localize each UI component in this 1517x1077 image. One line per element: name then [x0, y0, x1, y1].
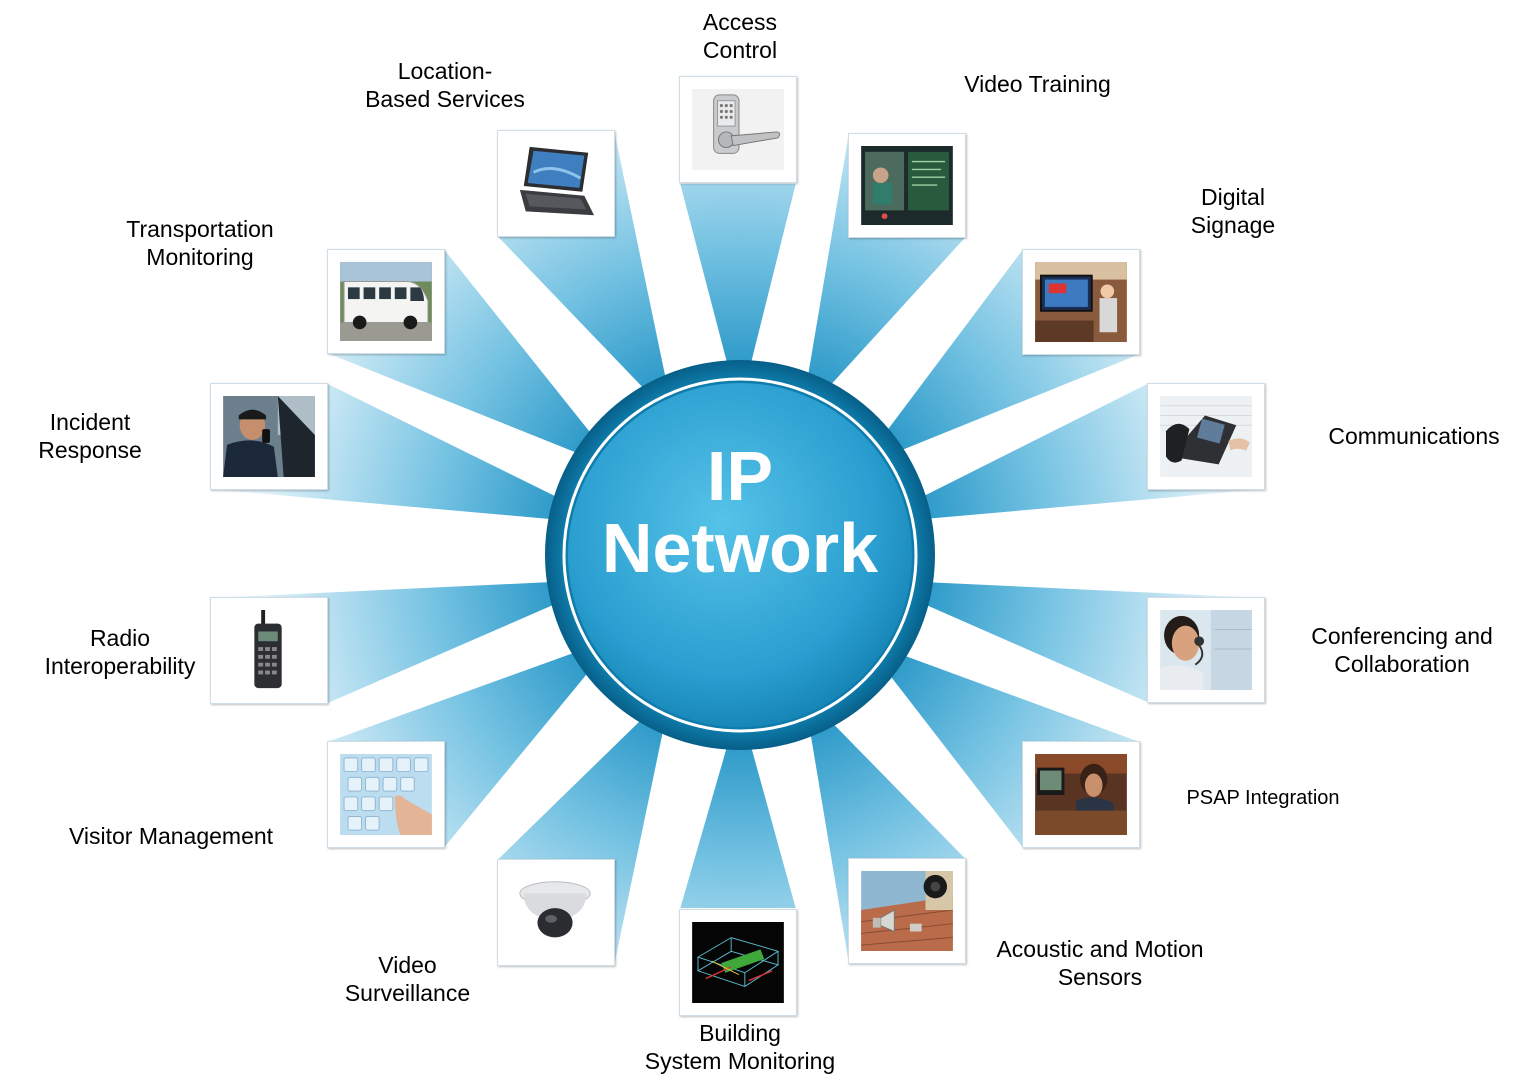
ip-phone-icon — [1160, 396, 1252, 477]
label-video-training: Video Training — [964, 71, 1111, 97]
beam-building-monitoring — [677, 738, 799, 910]
keypad-lock-icon — [692, 89, 784, 170]
tile-communications — [1147, 383, 1265, 490]
tile-video-surveillance — [497, 859, 615, 966]
label-communications: Communications — [1328, 423, 1500, 449]
tile-visitor-management — [327, 741, 445, 848]
shuttle-bus-icon — [340, 262, 432, 341]
tile-psap — [1022, 741, 1140, 848]
officer-radio-icon — [223, 396, 315, 477]
tile-transportation-monitoring — [327, 249, 445, 354]
beam-access-control — [677, 182, 799, 372]
building-model-icon — [692, 922, 784, 1003]
dispatcher-icon — [1035, 754, 1127, 835]
headset-user-icon — [1160, 610, 1252, 690]
hub-title-line1: IP — [706, 437, 774, 515]
dome-camera-icon — [510, 872, 602, 953]
sensor-speaker-icon — [861, 871, 953, 951]
tile-incident-response — [210, 383, 328, 490]
signage-display-icon — [1035, 262, 1127, 342]
laptop-icon — [510, 143, 602, 224]
training-screen-icon — [861, 146, 953, 225]
tile-acoustic-motion — [848, 858, 966, 964]
handheld-radio-icon — [223, 610, 315, 691]
hub-title: IP Network — [540, 440, 940, 584]
keyboard-touch-icon — [340, 754, 432, 835]
label-psap-integration: PSAP Integration — [1186, 787, 1340, 809]
tile-radio-interoperability — [210, 597, 328, 704]
hub-core — [568, 383, 912, 727]
tile-access-control — [679, 76, 797, 183]
label-visitor-management: Visitor Management — [68, 823, 274, 849]
hub-title-line2: Network — [601, 509, 879, 587]
tile-video-training — [848, 133, 966, 238]
tile-building-monitoring — [679, 909, 797, 1016]
hub-white-ring — [562, 377, 918, 733]
tile-digital-signage — [1022, 249, 1140, 355]
tile-conferencing — [1147, 597, 1265, 703]
tile-location-services — [497, 130, 615, 237]
label-location-services: Location-Based Services — [365, 58, 525, 112]
